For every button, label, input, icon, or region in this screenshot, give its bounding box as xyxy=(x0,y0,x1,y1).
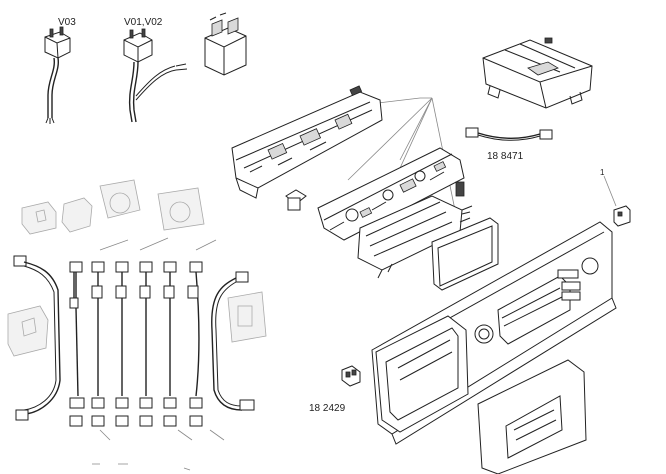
pcb-board xyxy=(317,147,465,241)
label-ref-1: 1 xyxy=(600,168,605,177)
ghost-parts xyxy=(7,179,267,357)
label-part-182429: 18 2429 xyxy=(309,403,346,414)
control-module-carrier xyxy=(231,85,383,211)
display-window xyxy=(431,211,499,291)
label-part-188471: 18 8471 xyxy=(487,151,524,162)
drawer-frame xyxy=(375,315,469,433)
module-cover xyxy=(482,37,593,109)
mains-cable-v03 xyxy=(44,26,71,124)
cable-188471 xyxy=(465,127,553,141)
harness-group xyxy=(13,237,255,471)
mains-cable-v01-v02 xyxy=(123,28,188,123)
label-v03: V03 xyxy=(58,17,76,28)
bracket-ref-1 xyxy=(603,175,631,227)
detergent-drawer xyxy=(477,359,587,474)
interference-filter xyxy=(204,12,247,76)
connector-182429 xyxy=(341,365,361,387)
label-v01-v02: V01,V02 xyxy=(124,17,163,28)
